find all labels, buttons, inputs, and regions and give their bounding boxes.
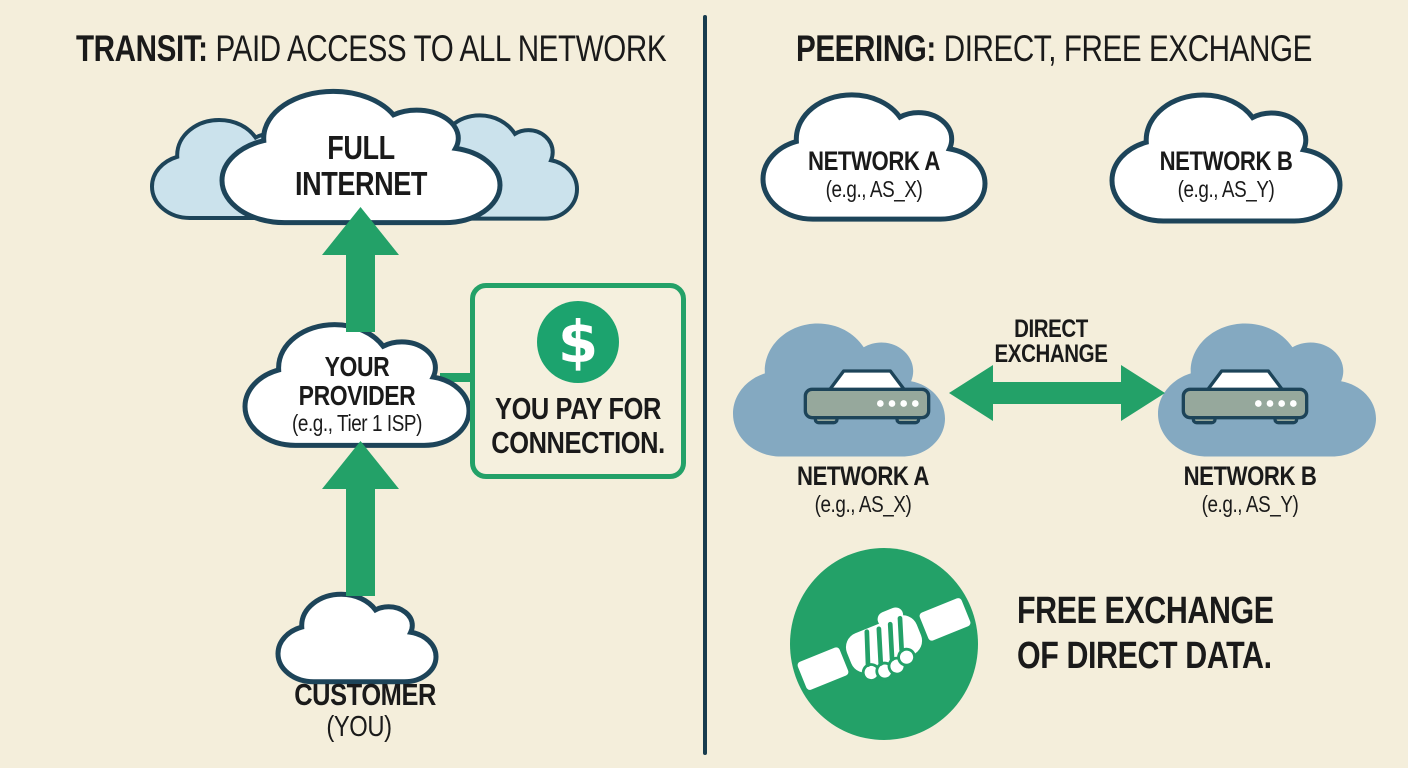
customer-label: CUSTOMER (YOU) <box>294 677 436 743</box>
up-arrow-provider-to-internet-shaft <box>346 250 375 332</box>
double-arrow-icon <box>949 365 1165 421</box>
peer-b-label: NETWORK B (e.g., AS_Y) <box>1160 462 1340 518</box>
router-b-icon <box>1181 369 1309 425</box>
handshake-icon <box>797 598 971 690</box>
transit-title: TRANSIT: PAID ACCESS TO ALL NETWORK <box>76 28 667 70</box>
provider-sublabel: (e.g., Tier 1 ISP) <box>292 410 422 436</box>
peering-title-keyword: PEERING: <box>796 28 936 69</box>
transit-title-keyword: TRANSIT: <box>76 28 208 69</box>
peering-title-text: DIRECT, FREE EXCHANGE <box>935 28 1313 69</box>
handshake-badge <box>790 548 978 740</box>
peer-a-sublabel: (e.g., AS_X) <box>814 491 912 517</box>
provider-paybox-connector <box>440 373 476 382</box>
peering-title: PEERING: DIRECT, FREE EXCHANGE <box>796 28 1312 70</box>
free-exchange-caption: FREE EXCHANGE OF DIRECT DATA. <box>1017 590 1274 677</box>
customer-cloud-icon <box>277 593 437 683</box>
network-a-sublabel: (e.g., AS_X) <box>825 176 923 202</box>
network-b-label: NETWORK B (e.g., AS_Y) <box>1133 146 1320 203</box>
full-internet-label: FULL INTERNET <box>294 129 428 202</box>
peer-b-sublabel: (e.g., AS_Y) <box>1201 491 1299 517</box>
provider-label: YOUR PROVIDER (e.g., Tier 1 ISP) <box>265 352 449 437</box>
dollar-icon: $ <box>537 301 619 383</box>
pay-box-label: YOU PAY FOR CONNECTION. <box>491 391 665 460</box>
peer-a-label: NETWORK A (e.g., AS_X) <box>773 462 953 518</box>
router-a-icon <box>803 369 931 425</box>
direct-exchange-label: DIRECT EXCHANGE <box>994 315 1108 368</box>
up-arrow-customer-to-provider-shaft <box>346 485 375 596</box>
transit-title-text: PAID ACCESS TO ALL NETWORK <box>207 28 667 69</box>
network-a-label: NETWORK A (e.g., AS_X) <box>783 146 965 203</box>
customer-sublabel: (YOU) <box>326 711 392 743</box>
network-b-sublabel: (e.g., AS_Y) <box>1177 176 1275 202</box>
section-divider <box>703 15 707 755</box>
